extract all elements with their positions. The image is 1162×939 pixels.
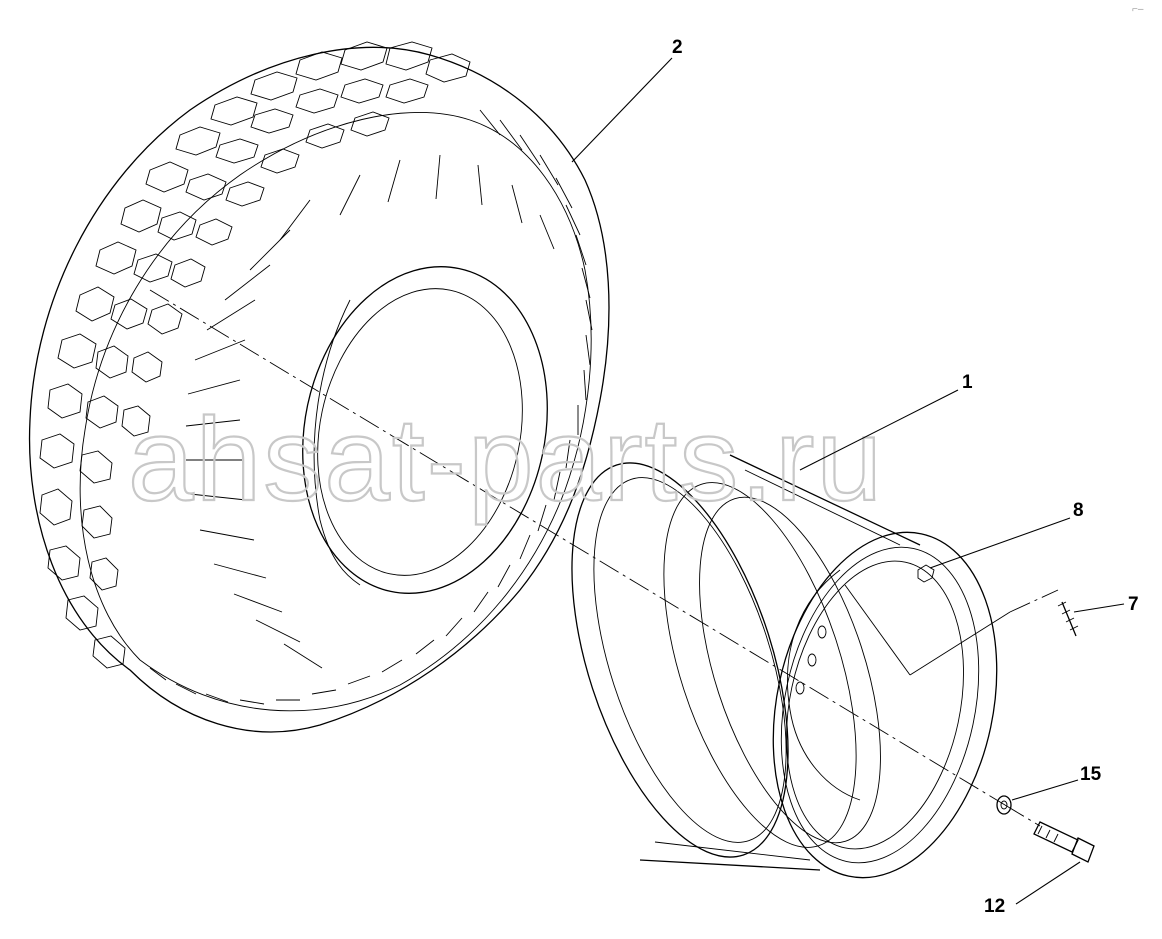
stem-axis-line (1009, 589, 1059, 613)
callout-15: 15 (1080, 764, 1102, 785)
leader-line-15 (1011, 779, 1079, 801)
center-axis-line (149, 289, 1006, 806)
tire-drawing (28, 41, 610, 733)
leader-line-12 (1015, 861, 1081, 905)
leader-line-2 (571, 57, 673, 163)
leader-line-1 (799, 389, 959, 471)
callout-2: 2 (672, 37, 683, 58)
callout-8: 8 (1073, 500, 1084, 521)
leader-line-7 (1073, 603, 1125, 613)
corner-mark: ⌐‒ (1132, 4, 1144, 15)
sidewall-lugs (149, 109, 593, 705)
callout-12: 12 (984, 896, 1005, 917)
watermark-text: ahsat-parts.ru (128, 394, 884, 526)
bolt-drawing (1033, 821, 1095, 863)
washer-drawing (996, 795, 1012, 815)
valve-stem-drawing (1057, 601, 1079, 637)
rim-drawing (571, 454, 1011, 879)
callout-1: 1 (962, 372, 973, 393)
leader-line-8 (929, 517, 1071, 569)
bolt-axis-line (1004, 804, 1041, 827)
tread-blocks (39, 41, 471, 669)
callout-7: 7 (1128, 594, 1139, 615)
